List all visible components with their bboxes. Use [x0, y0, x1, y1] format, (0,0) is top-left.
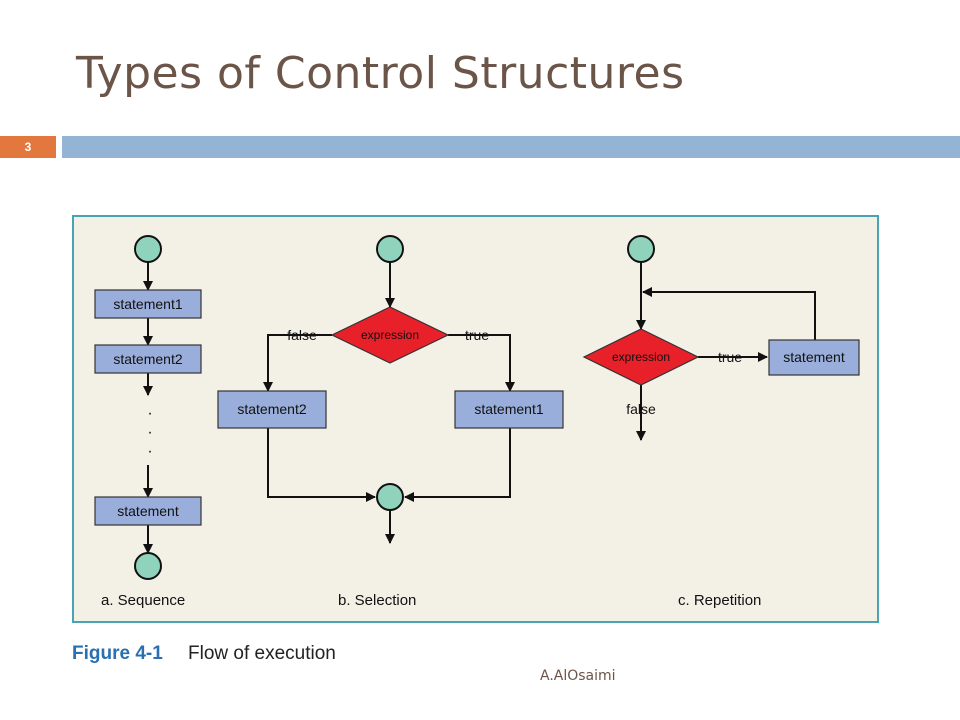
- seq-statement2-box: [94, 344, 202, 374]
- seq-statement1-box: [94, 289, 202, 319]
- rep-loop-back: [642, 287, 816, 340]
- rep-start-node: [627, 235, 655, 263]
- sel-false-branch: [263, 334, 332, 392]
- sel-true-branch: [448, 334, 515, 392]
- sel-start-node: [376, 235, 404, 263]
- sel-expression-diamond: [330, 306, 450, 364]
- rep-statement-text: statement: [783, 349, 845, 365]
- seq-start-node: [134, 235, 162, 263]
- seq-ellipsis-2: ·: [147, 424, 152, 441]
- seq-statement-text: statement: [117, 503, 179, 519]
- seq-ellipsis-1: ·: [147, 405, 152, 422]
- repetition-label: c. Repetition: [678, 592, 761, 609]
- sequence-label: a. Sequence: [101, 592, 185, 609]
- sel-statement1-box: [454, 390, 564, 429]
- sel-merge-node: [376, 483, 404, 511]
- sel-expression-text: expression: [361, 328, 419, 342]
- figure-caption-text: Flow of execution: [188, 643, 336, 664]
- sel-true-label: true: [465, 327, 489, 343]
- sel-statement1-text: statement1: [474, 401, 543, 417]
- rep-true-label: true: [718, 349, 742, 365]
- seq-statement1-text: statement1: [113, 296, 182, 312]
- slide-title: Types of Control Structures: [76, 48, 685, 99]
- seq-statement-box: [94, 496, 202, 526]
- rep-statement-box: [768, 339, 860, 376]
- sel-statement2-text: statement2: [237, 401, 306, 417]
- page-number-badge: 3: [0, 136, 56, 158]
- sel-false-label: false: [287, 327, 317, 343]
- sel-statement2-box: [217, 390, 327, 429]
- rep-false-label: false: [626, 401, 656, 417]
- selection-label: b. Selection: [338, 592, 416, 609]
- seq-statement2-text: statement2: [113, 351, 182, 367]
- figure-caption-label: Figure 4-1: [72, 643, 163, 664]
- seq-ellipsis-3: ·: [147, 443, 152, 460]
- sel-merge-right: [404, 428, 511, 502]
- rep-expression-text: expression: [612, 350, 670, 364]
- header-bar: [62, 136, 960, 158]
- sel-merge-left: [267, 428, 376, 502]
- slide-footer: A.AlOsaimi: [540, 668, 616, 684]
- rep-expression-diamond: [582, 328, 700, 386]
- seq-end-node: [134, 552, 162, 580]
